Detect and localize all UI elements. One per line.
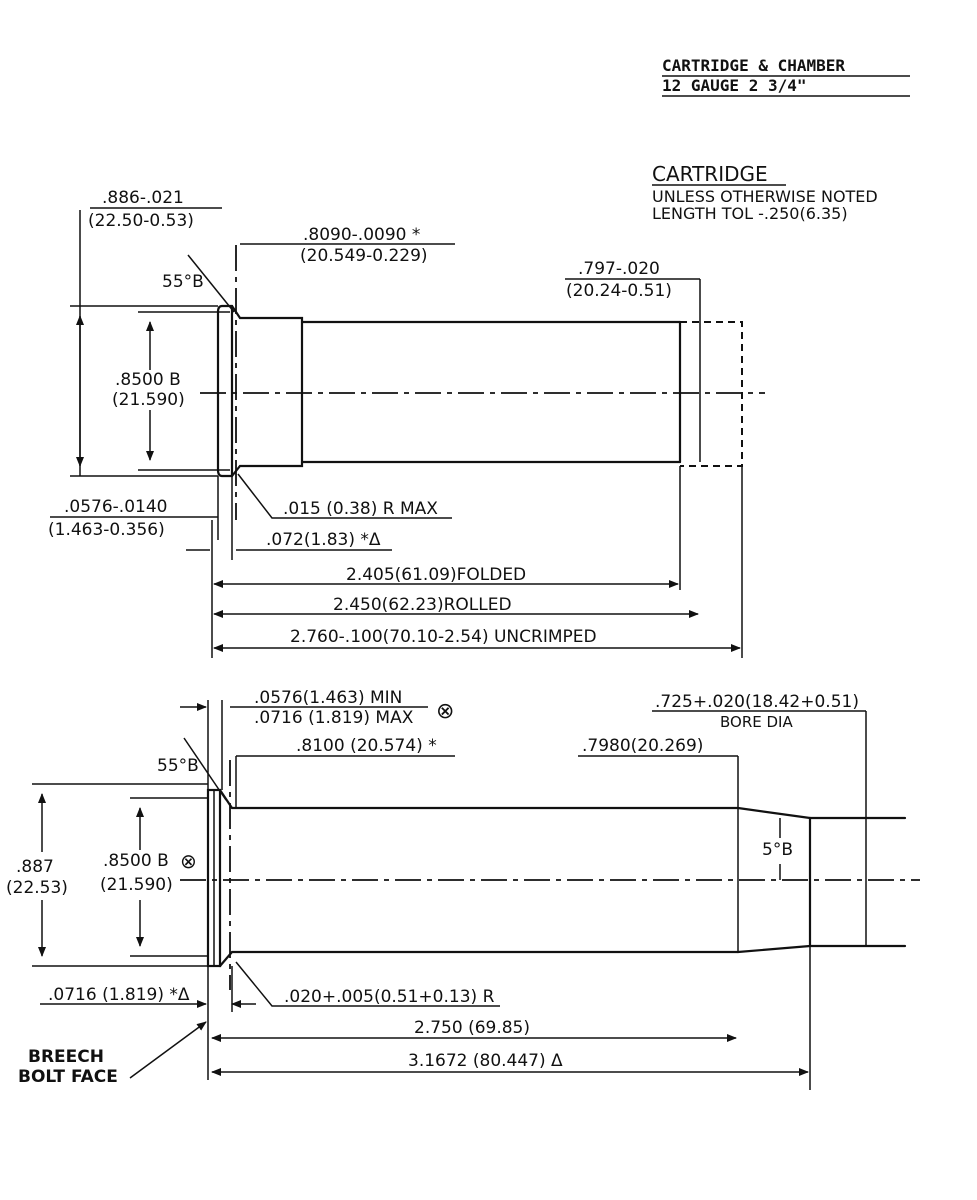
base-dia-mm: (20.549-0.229): [300, 246, 428, 266]
rim-thk-in: .0576-.0140: [64, 497, 167, 517]
rim-dia-mm: (22.50-0.53): [88, 211, 194, 231]
breech-label-2: BOLT FACE: [18, 1067, 118, 1087]
body-dia-in: .8500 B: [115, 370, 181, 390]
chamber-dimensions: .0576(1.463) MIN .0716 (1.819) MAX ⊗ .72…: [6, 688, 867, 1090]
recess-max: .0716 (1.819) MAX: [254, 708, 414, 728]
cartridge-profile: [200, 245, 765, 520]
cartridge-note-2: LENGTH TOL -.250(6.35): [652, 204, 848, 223]
cartridge-title: CARTRIDGE: [652, 162, 768, 186]
rim-angle: 55°B: [162, 272, 204, 292]
title-line-2: 12 GAUGE 2 3/4": [662, 76, 807, 95]
body-dia-mm: (21.590): [112, 390, 185, 410]
body-x-symbol: ⊗: [180, 849, 197, 873]
bore-dia: .725+.020(18.42+0.51): [655, 692, 859, 712]
rim-position: .072(1.83) *Δ: [266, 530, 381, 550]
length-uncrimped: 2.760-.100(70.10-2.54) UNCRIMPED: [290, 627, 597, 647]
breech-label-1: BREECH: [28, 1047, 104, 1067]
recess-x-symbol: ⊗: [436, 699, 454, 724]
forcing-dia: .7980(20.269): [582, 736, 703, 756]
title-block: CARTRIDGE & CHAMBER 12 GAUGE 2 3/4": [662, 56, 910, 97]
chamber-body-dia-in: .8500 B: [103, 851, 169, 871]
length-chamber: 2.750 (69.85): [414, 1018, 530, 1038]
cartridge-notes: CARTRIDGE UNLESS OTHERWISE NOTED LENGTH …: [652, 162, 878, 223]
mouth-dia-mm: (20.24-0.51): [566, 281, 672, 301]
chamber-body-dia-mm: (21.590): [100, 875, 173, 895]
outer-dia-in: .887: [16, 857, 54, 877]
mouth-dia-in: .797-.020: [578, 259, 660, 279]
rim-dia-in: .886-.021: [102, 188, 184, 208]
chamber-dia: .8100 (20.574) *: [296, 736, 437, 756]
recess-depth: .0716 (1.819) *Δ: [48, 985, 190, 1005]
base-dia-in: .8090-.0090 *: [303, 225, 420, 245]
cone-angle: 5°B: [762, 840, 793, 860]
cartridge-note-1: UNLESS OTHERWISE NOTED: [652, 187, 878, 206]
chamber-profile: [180, 760, 920, 990]
rim-radius: .015 (0.38) R MAX: [283, 499, 438, 519]
title-line-1: CARTRIDGE & CHAMBER: [662, 56, 845, 75]
cartridge-dimensions: .886-.021 (22.50-0.53) 55°B .8090-.0090 …: [48, 188, 743, 658]
length-forcing: 3.1672 (80.447) Δ: [408, 1051, 563, 1071]
chamber-radius: .020+.005(0.51+0.13) R: [284, 987, 495, 1007]
bore-dia-label: BORE DIA: [720, 713, 793, 731]
length-rolled: 2.450(62.23)ROLLED: [333, 595, 512, 615]
recess-min: .0576(1.463) MIN: [254, 688, 402, 708]
rim-thk-mm: (1.463-0.356): [48, 520, 165, 540]
chamber-rim-angle: 55°B: [157, 756, 199, 776]
length-folded: 2.405(61.09)FOLDED: [346, 565, 526, 585]
outer-dia-mm: (22.53): [6, 878, 68, 898]
